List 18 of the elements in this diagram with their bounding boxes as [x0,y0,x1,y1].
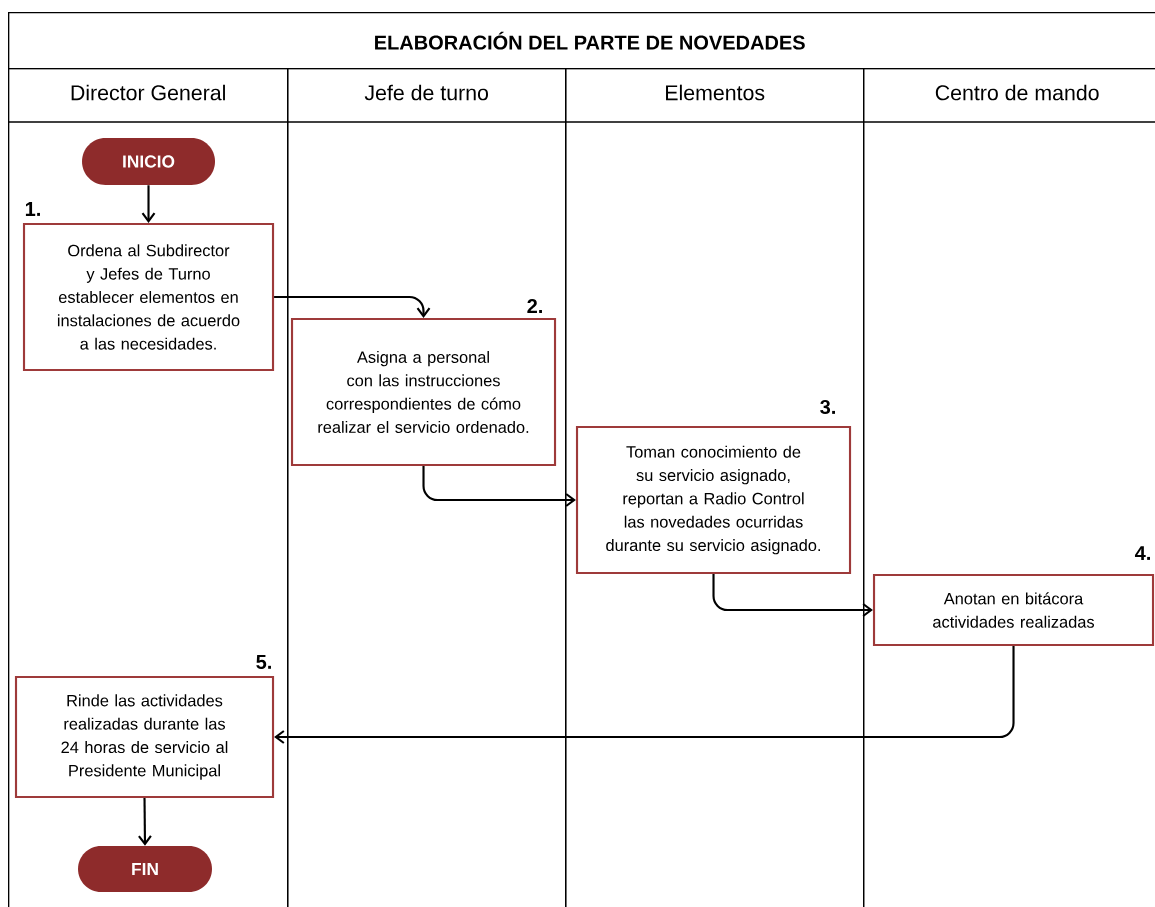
step-number: 1. [25,202,40,216]
step-number: 2. [527,299,542,313]
arrow [274,295,431,318]
process-box: Anotan en bitácora actividades realizadas [872,573,1155,647]
arrow [138,798,152,846]
terminal-pill: FIN [78,846,212,892]
step-number: 3. [820,399,835,415]
process-box: Toman conocimiento de su servicio asignado, reportan a Radio Control las novedades ocurridas durante su servicio asignado. [575,425,852,575]
arrow [141,185,156,223]
step-number: 5. [256,655,271,669]
arrow [422,466,576,507]
process-box: Ordena al Subdirector y Jefes de Turno establecer elementos en instalaciones de acuerdo a las necesidades. [22,222,275,372]
process-box: Asigna a personal con las instrucciones correspondientes de cómo realizar el servicio ordenado. [290,317,557,467]
title-bar: ELABORACIÓN DEL PARTE DE NOVEDADES [8,12,1155,70]
arrow [274,646,1015,744]
process-box: Rinde las actividades realizadas durante las 24 horas de servicio al Presidente Municipal [14,675,275,799]
step-number: 4. [1134,546,1150,560]
arrow [712,574,873,617]
